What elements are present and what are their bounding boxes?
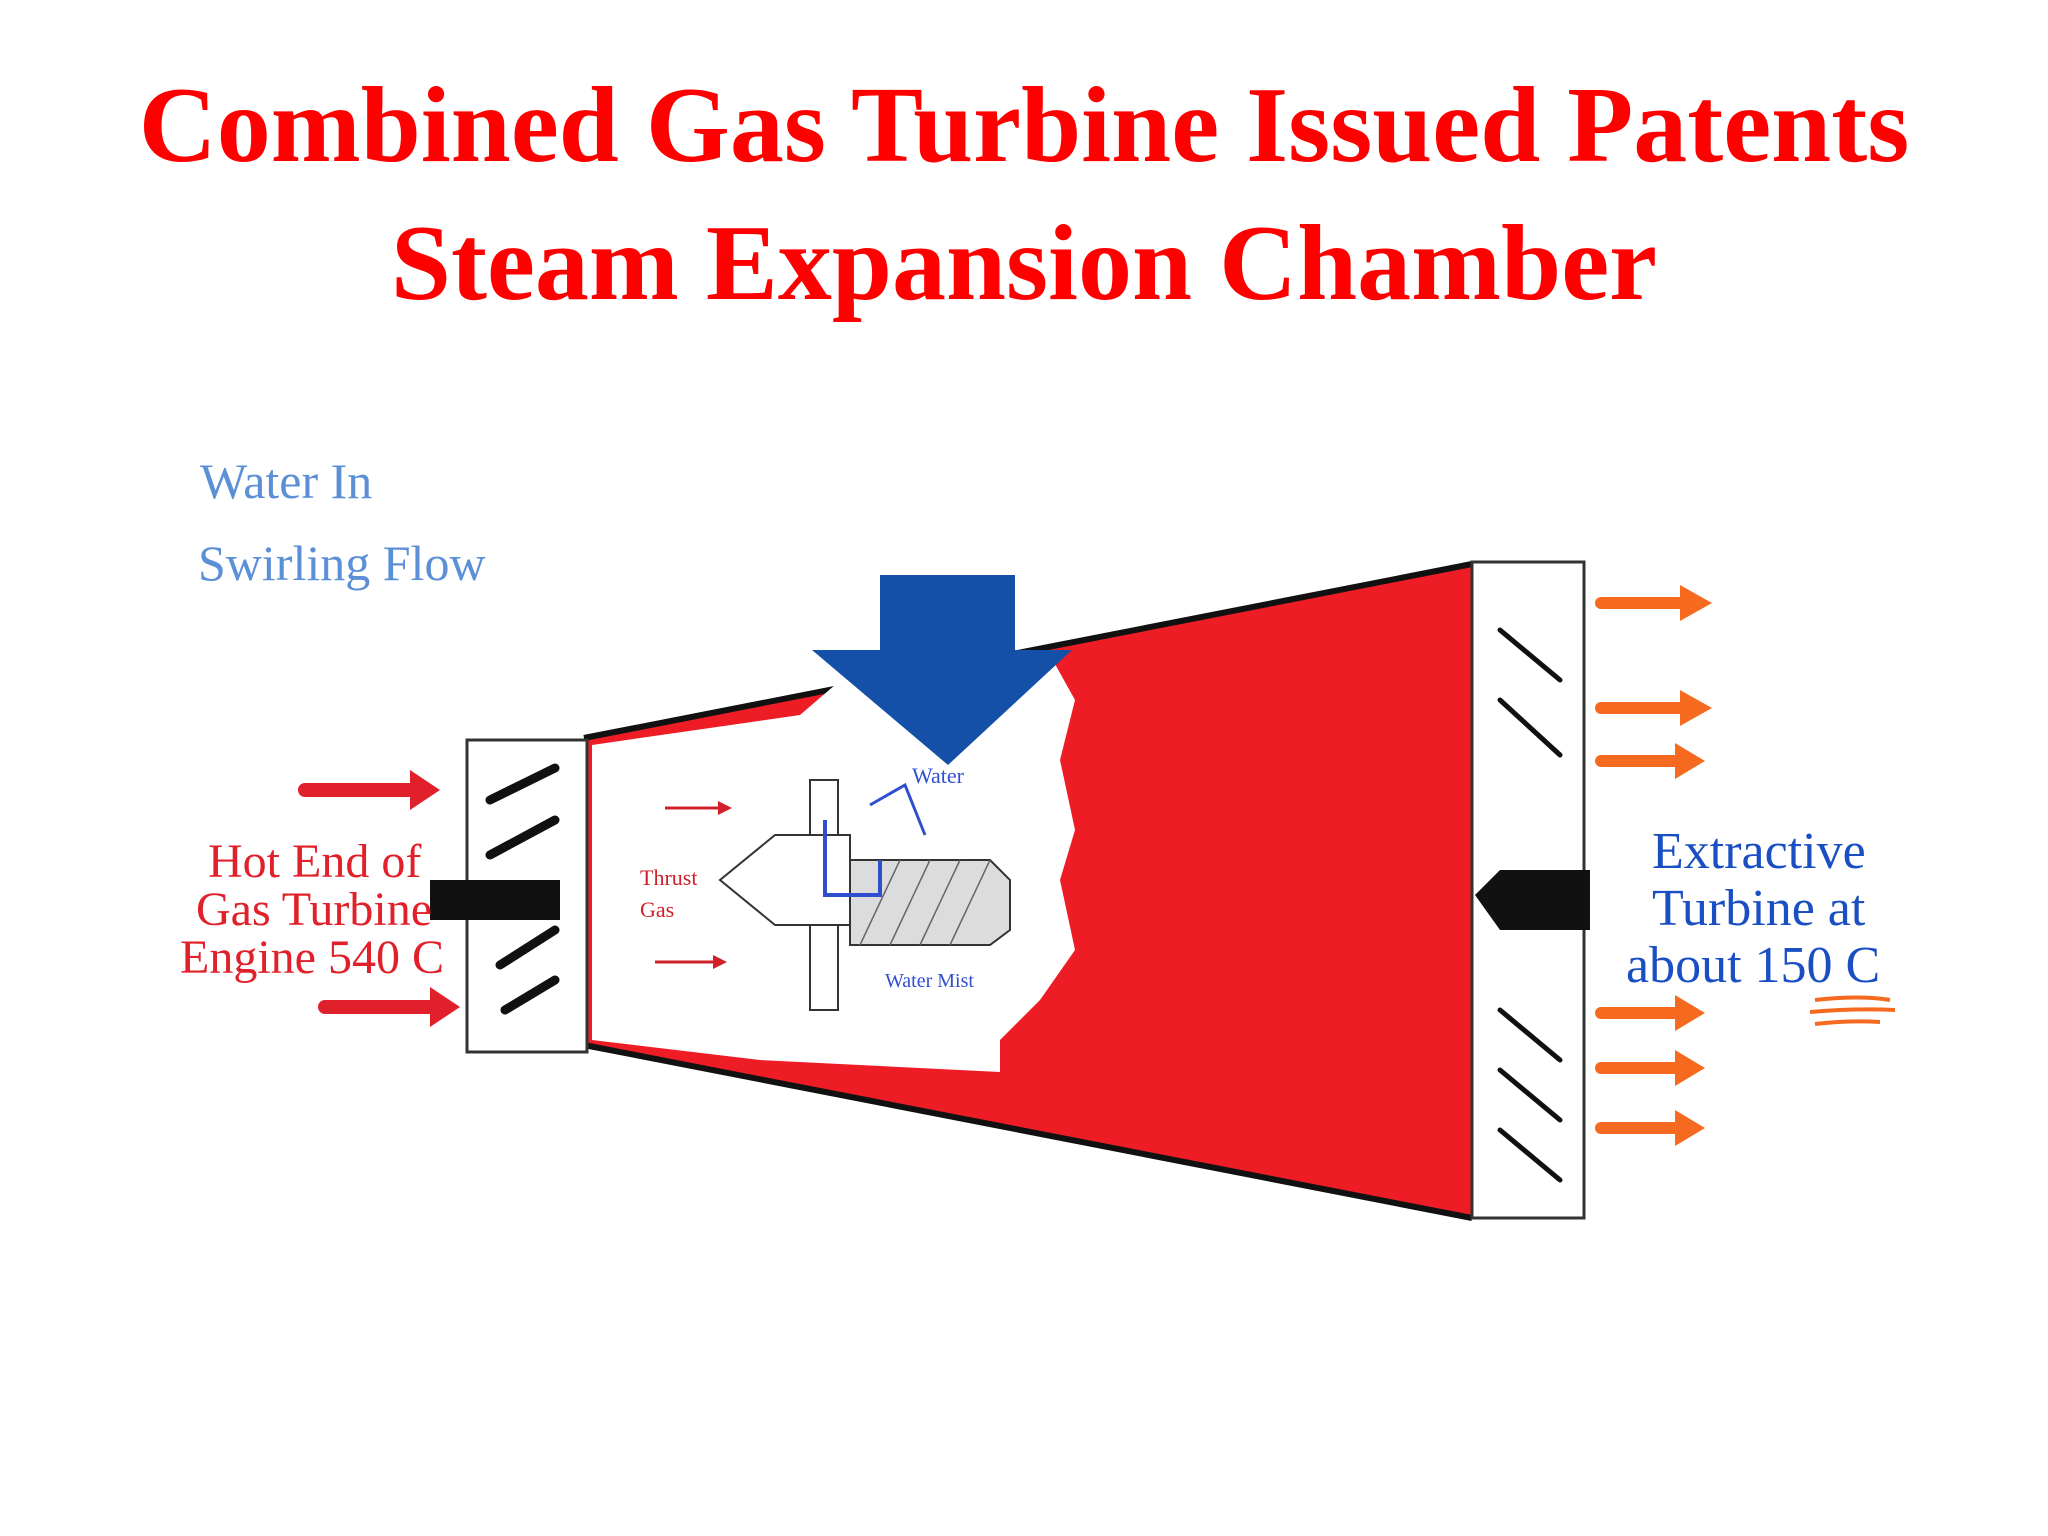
hot-end-label-line2: Gas Turbine	[196, 883, 432, 936]
outlet-shaft	[1475, 870, 1590, 930]
outlet-vanes	[1497, 627, 1563, 1183]
extractive-label-line2: Turbine at	[1652, 880, 1866, 937]
chamber-bottom-edge	[583, 1042, 1473, 1221]
temperature-underline	[1809, 995, 1896, 1026]
inset-water-mist-label: Water Mist	[885, 970, 974, 992]
inlet-shaft	[430, 880, 560, 920]
slide-subtitle: Steam Expansion Chamber	[390, 204, 1658, 323]
swirling-flow-label: Swirling Flow	[198, 535, 486, 591]
injector-schematic	[655, 779, 1011, 1011]
hot-gas-inlet-arrows	[298, 770, 460, 1027]
inlet-vanes	[485, 763, 560, 1015]
exhaust-outlet-arrows	[1595, 585, 1712, 1146]
hot-end-label-line1: Hot End of	[208, 835, 421, 888]
slide-title: Combined Gas Turbine Issued Patents	[138, 66, 1910, 185]
hot-end-label-line3: Engine 540 C	[180, 931, 444, 984]
water-inlet-arrow-icon	[812, 575, 1072, 765]
inset-thrust-label: Thrust	[640, 865, 697, 890]
extractive-label-line3: about 150 C	[1626, 937, 1880, 994]
extractive-label-line1: Extractive	[1652, 823, 1866, 880]
water-in-label: Water In	[200, 453, 372, 509]
inset-water-label: Water	[912, 763, 965, 788]
inset-gas-label: Gas	[640, 897, 674, 922]
